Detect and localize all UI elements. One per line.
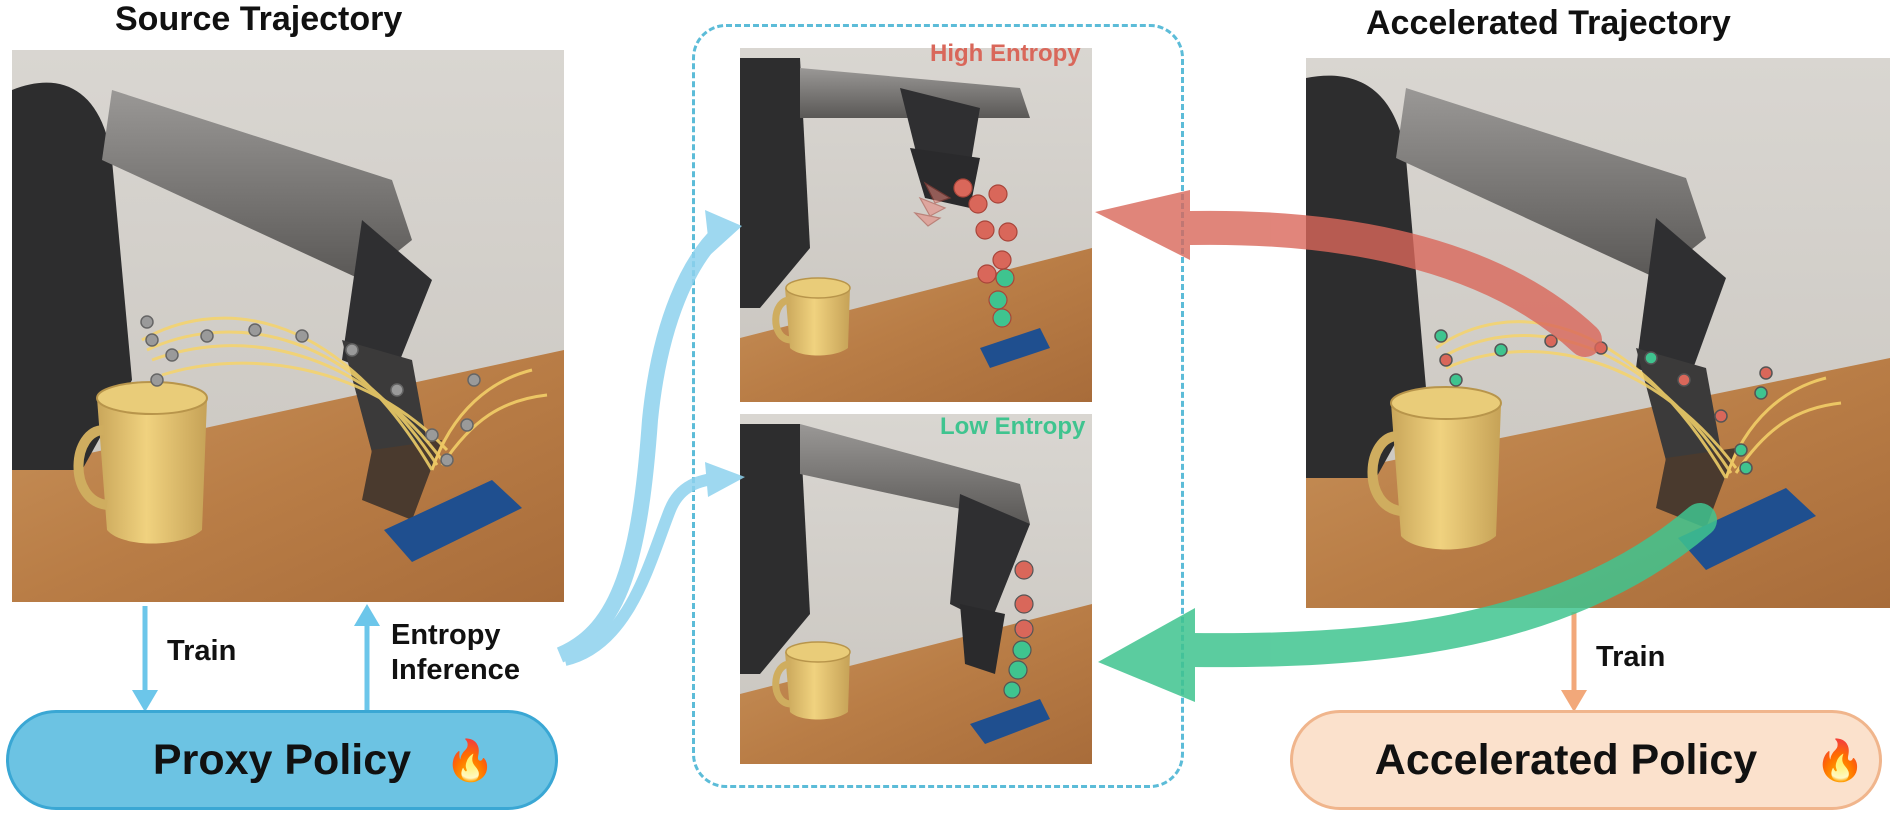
low-entropy-points (1003, 560, 1034, 699)
high-entropy-points (953, 178, 1018, 328)
source-trajectory-points (140, 315, 481, 467)
high-entropy-label: High Entropy (930, 40, 1081, 67)
proxy-policy-label: Proxy Policy (152, 735, 412, 784)
train-down-arrow-right (1561, 612, 1587, 712)
fire-icon: 🔥 (1815, 738, 1865, 783)
train-label-right: Train (1596, 641, 1666, 673)
high-entropy-image (740, 48, 1092, 402)
low-entropy-label: Low Entropy (940, 413, 1086, 440)
accelerated-trajectory-image (1306, 58, 1890, 608)
source-trajectory-image (12, 50, 564, 602)
entropy-inference-up-arrow (354, 604, 380, 712)
proxy-policy-box: Proxy Policy 🔥 (6, 710, 558, 810)
accelerated-policy-label: Accelerated Policy (1374, 735, 1758, 784)
train-label-left: Train (167, 635, 237, 667)
accelerated-policy-box: Accelerated Policy 🔥 (1290, 710, 1882, 810)
low-entropy-image (740, 414, 1092, 764)
entropy-label-line1: Entropy (391, 619, 501, 651)
train-down-arrow (132, 606, 158, 712)
entropy-inference-label: Entropy Inference (391, 618, 520, 688)
accelerated-trajectory-title: Accelerated Trajectory (1366, 4, 1731, 42)
source-trajectory-title: Source Trajectory (115, 0, 403, 38)
entropy-label-line2: Inference (391, 653, 520, 686)
fire-icon: 🔥 (445, 738, 495, 783)
